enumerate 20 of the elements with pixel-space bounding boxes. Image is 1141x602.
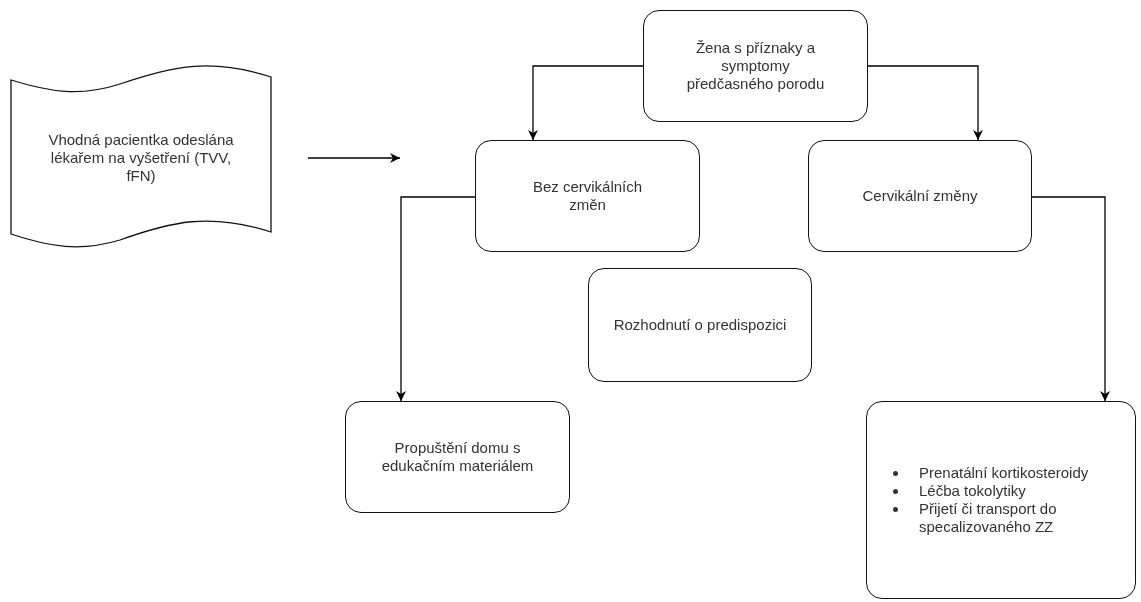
process-box <box>345 401 570 513</box>
process-box <box>808 140 1032 252</box>
arrow <box>396 196 476 402</box>
box-text: Propuštění domu s edukačním materiálem <box>380 439 535 475</box>
box-text: Cervikální změny <box>861 187 979 205</box>
process-box <box>866 401 1136 599</box>
process-box <box>588 268 812 382</box>
box-text: Rozhodnutí o predispozici <box>612 316 788 334</box>
box-text: Bez cervikálních změn <box>531 178 644 214</box>
box-text: Vhodná pacientka odeslána lékařem na vyšetření (TVV, fFN) <box>47 131 235 185</box>
bullet-text: Prenatální kortikosteroidy <box>919 464 1089 481</box>
arrow <box>867 65 983 141</box>
bullet-text: Léčba tokolytiky <box>919 482 1026 499</box>
arrow <box>528 65 644 141</box>
arrow <box>307 153 401 163</box>
process-box <box>643 10 868 122</box>
arrow <box>1031 196 1110 402</box>
box-text: Žena s příznaky a symptomy předčasného porodu <box>685 39 826 93</box>
process-box <box>475 140 700 252</box>
bullet-text: Přijetí či transport do specalizovaného ZZ <box>919 500 1057 535</box>
